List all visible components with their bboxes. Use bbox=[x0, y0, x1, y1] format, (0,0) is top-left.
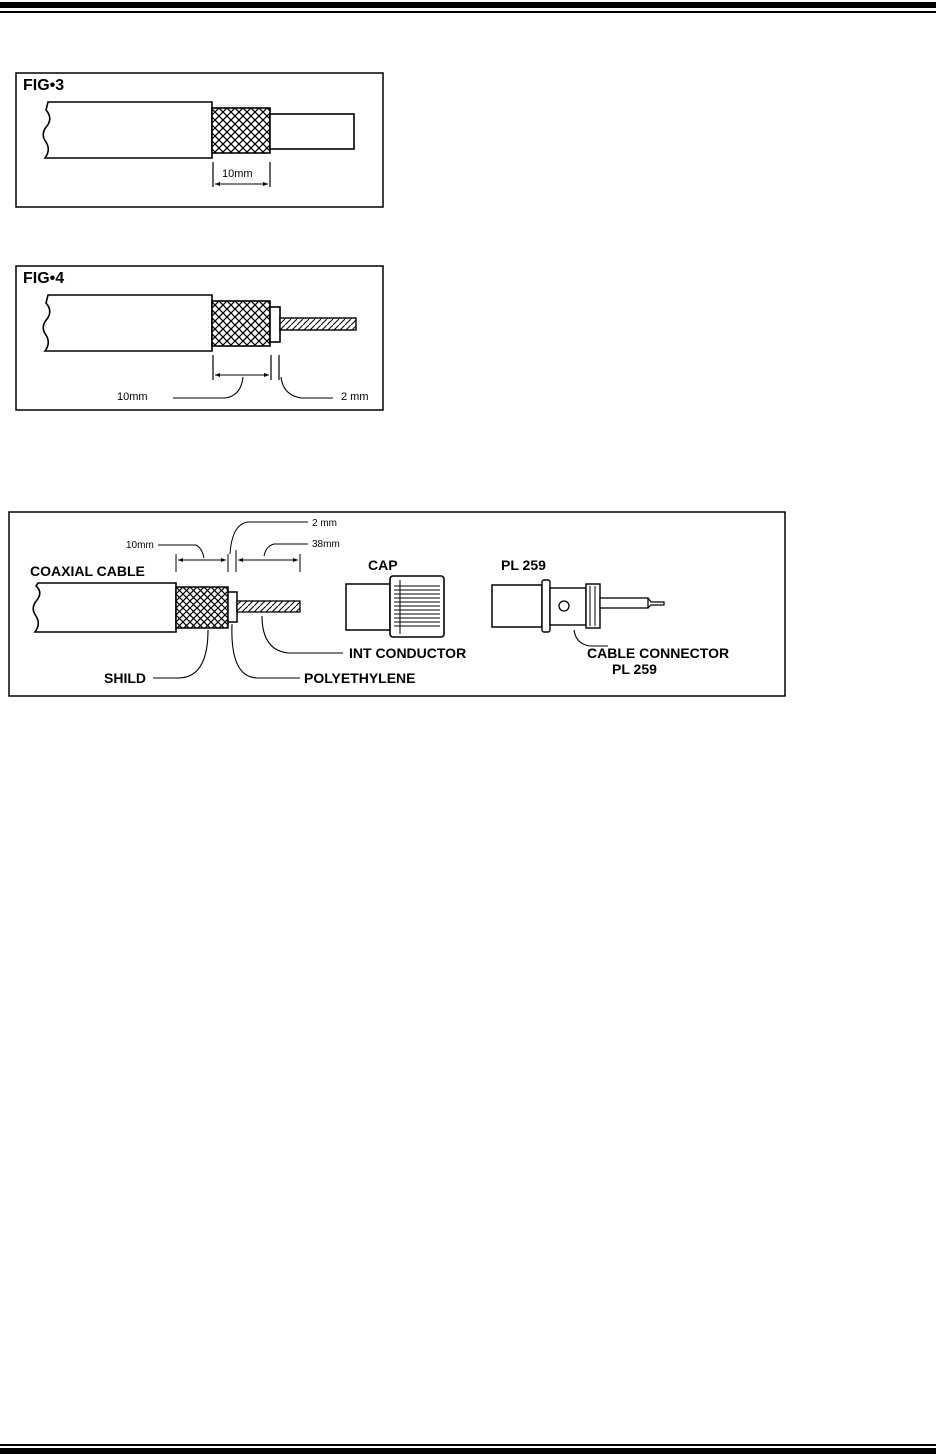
figure-title: FIG•4 bbox=[23, 270, 64, 287]
figure-4: FIG•4 10mm 2 mm bbox=[15, 265, 385, 413]
figure-title: FIG•3 bbox=[23, 77, 64, 94]
inner-conductor bbox=[237, 601, 300, 612]
bottom-rule-thin bbox=[0, 1444, 936, 1446]
dimension-label-right: 2 mm bbox=[341, 391, 369, 403]
cap-label: CAP bbox=[368, 557, 398, 573]
pl259-drawing bbox=[492, 580, 664, 632]
dimension-label: 10mm bbox=[222, 168, 253, 180]
top-rule-thin bbox=[0, 11, 936, 13]
cap-drawing bbox=[346, 576, 444, 637]
cable-connector-label-line2: PL 259 bbox=[612, 661, 657, 677]
braided-shield bbox=[212, 108, 270, 153]
cable-jacket bbox=[33, 583, 176, 632]
figure-3: FIG•3 10mm bbox=[15, 72, 385, 210]
dimension-2mm: 2 mm bbox=[312, 518, 337, 529]
pl259-label: PL 259 bbox=[501, 557, 546, 573]
dielectric-stub bbox=[228, 592, 237, 622]
connector-assembly-figure: 10mm 2 mm 38mm COAXIAL CABLE CAP PL 259 bbox=[8, 510, 790, 700]
polyethylene-label: POLYETHYLENE bbox=[304, 670, 416, 686]
dimension-38mm: 38mm bbox=[312, 539, 340, 550]
dielectric bbox=[270, 114, 354, 149]
shield-label: SHILD bbox=[104, 670, 146, 686]
top-rule-thick bbox=[0, 2, 936, 8]
inner-conductor bbox=[280, 318, 356, 330]
bottom-rule-thick bbox=[0, 1448, 936, 1454]
coaxial-cable-label: COAXIAL CABLE bbox=[30, 563, 145, 579]
braided-shield bbox=[212, 301, 270, 346]
braided-shield bbox=[176, 587, 228, 628]
cable-jacket bbox=[43, 102, 212, 158]
cable-jacket bbox=[43, 295, 212, 351]
dimension-10mm: 10mm bbox=[126, 540, 154, 551]
cable-connector-label-line1: CABLE CONNECTOR bbox=[587, 645, 729, 661]
dielectric-stub bbox=[270, 307, 280, 342]
int-conductor-label: INT CONDUCTOR bbox=[349, 645, 466, 661]
dimension-label-left: 10mm bbox=[117, 391, 148, 403]
